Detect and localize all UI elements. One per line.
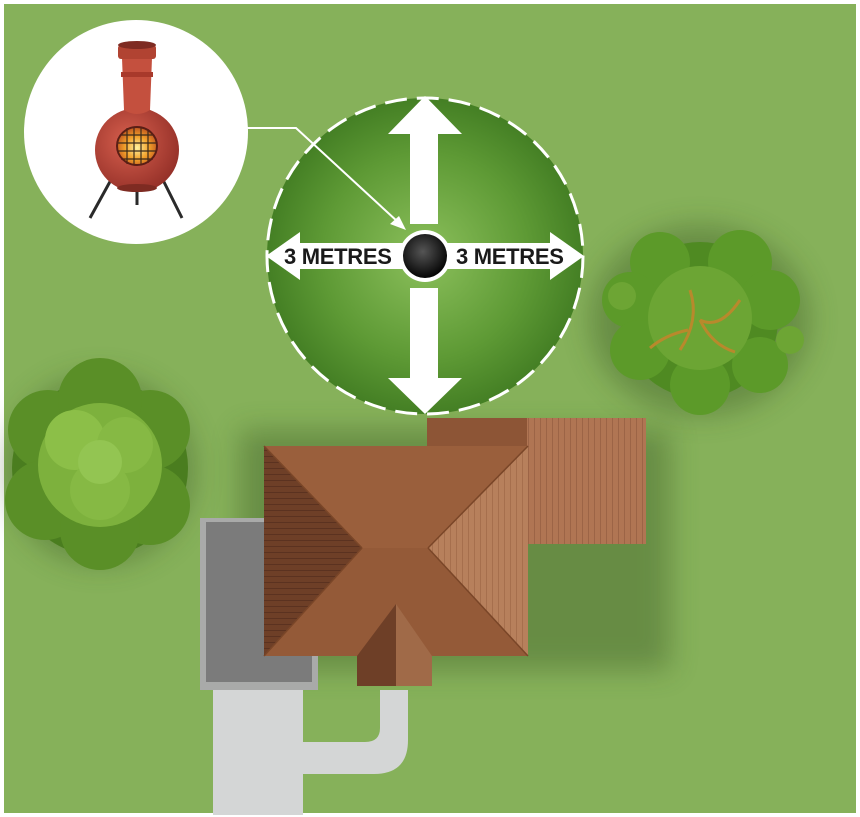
chiminea-callout	[24, 20, 248, 244]
fire-pit-icon	[399, 230, 451, 282]
distance-label-left: 3 METRES	[284, 244, 392, 269]
distance-label-right: 3 METRES	[456, 244, 564, 269]
